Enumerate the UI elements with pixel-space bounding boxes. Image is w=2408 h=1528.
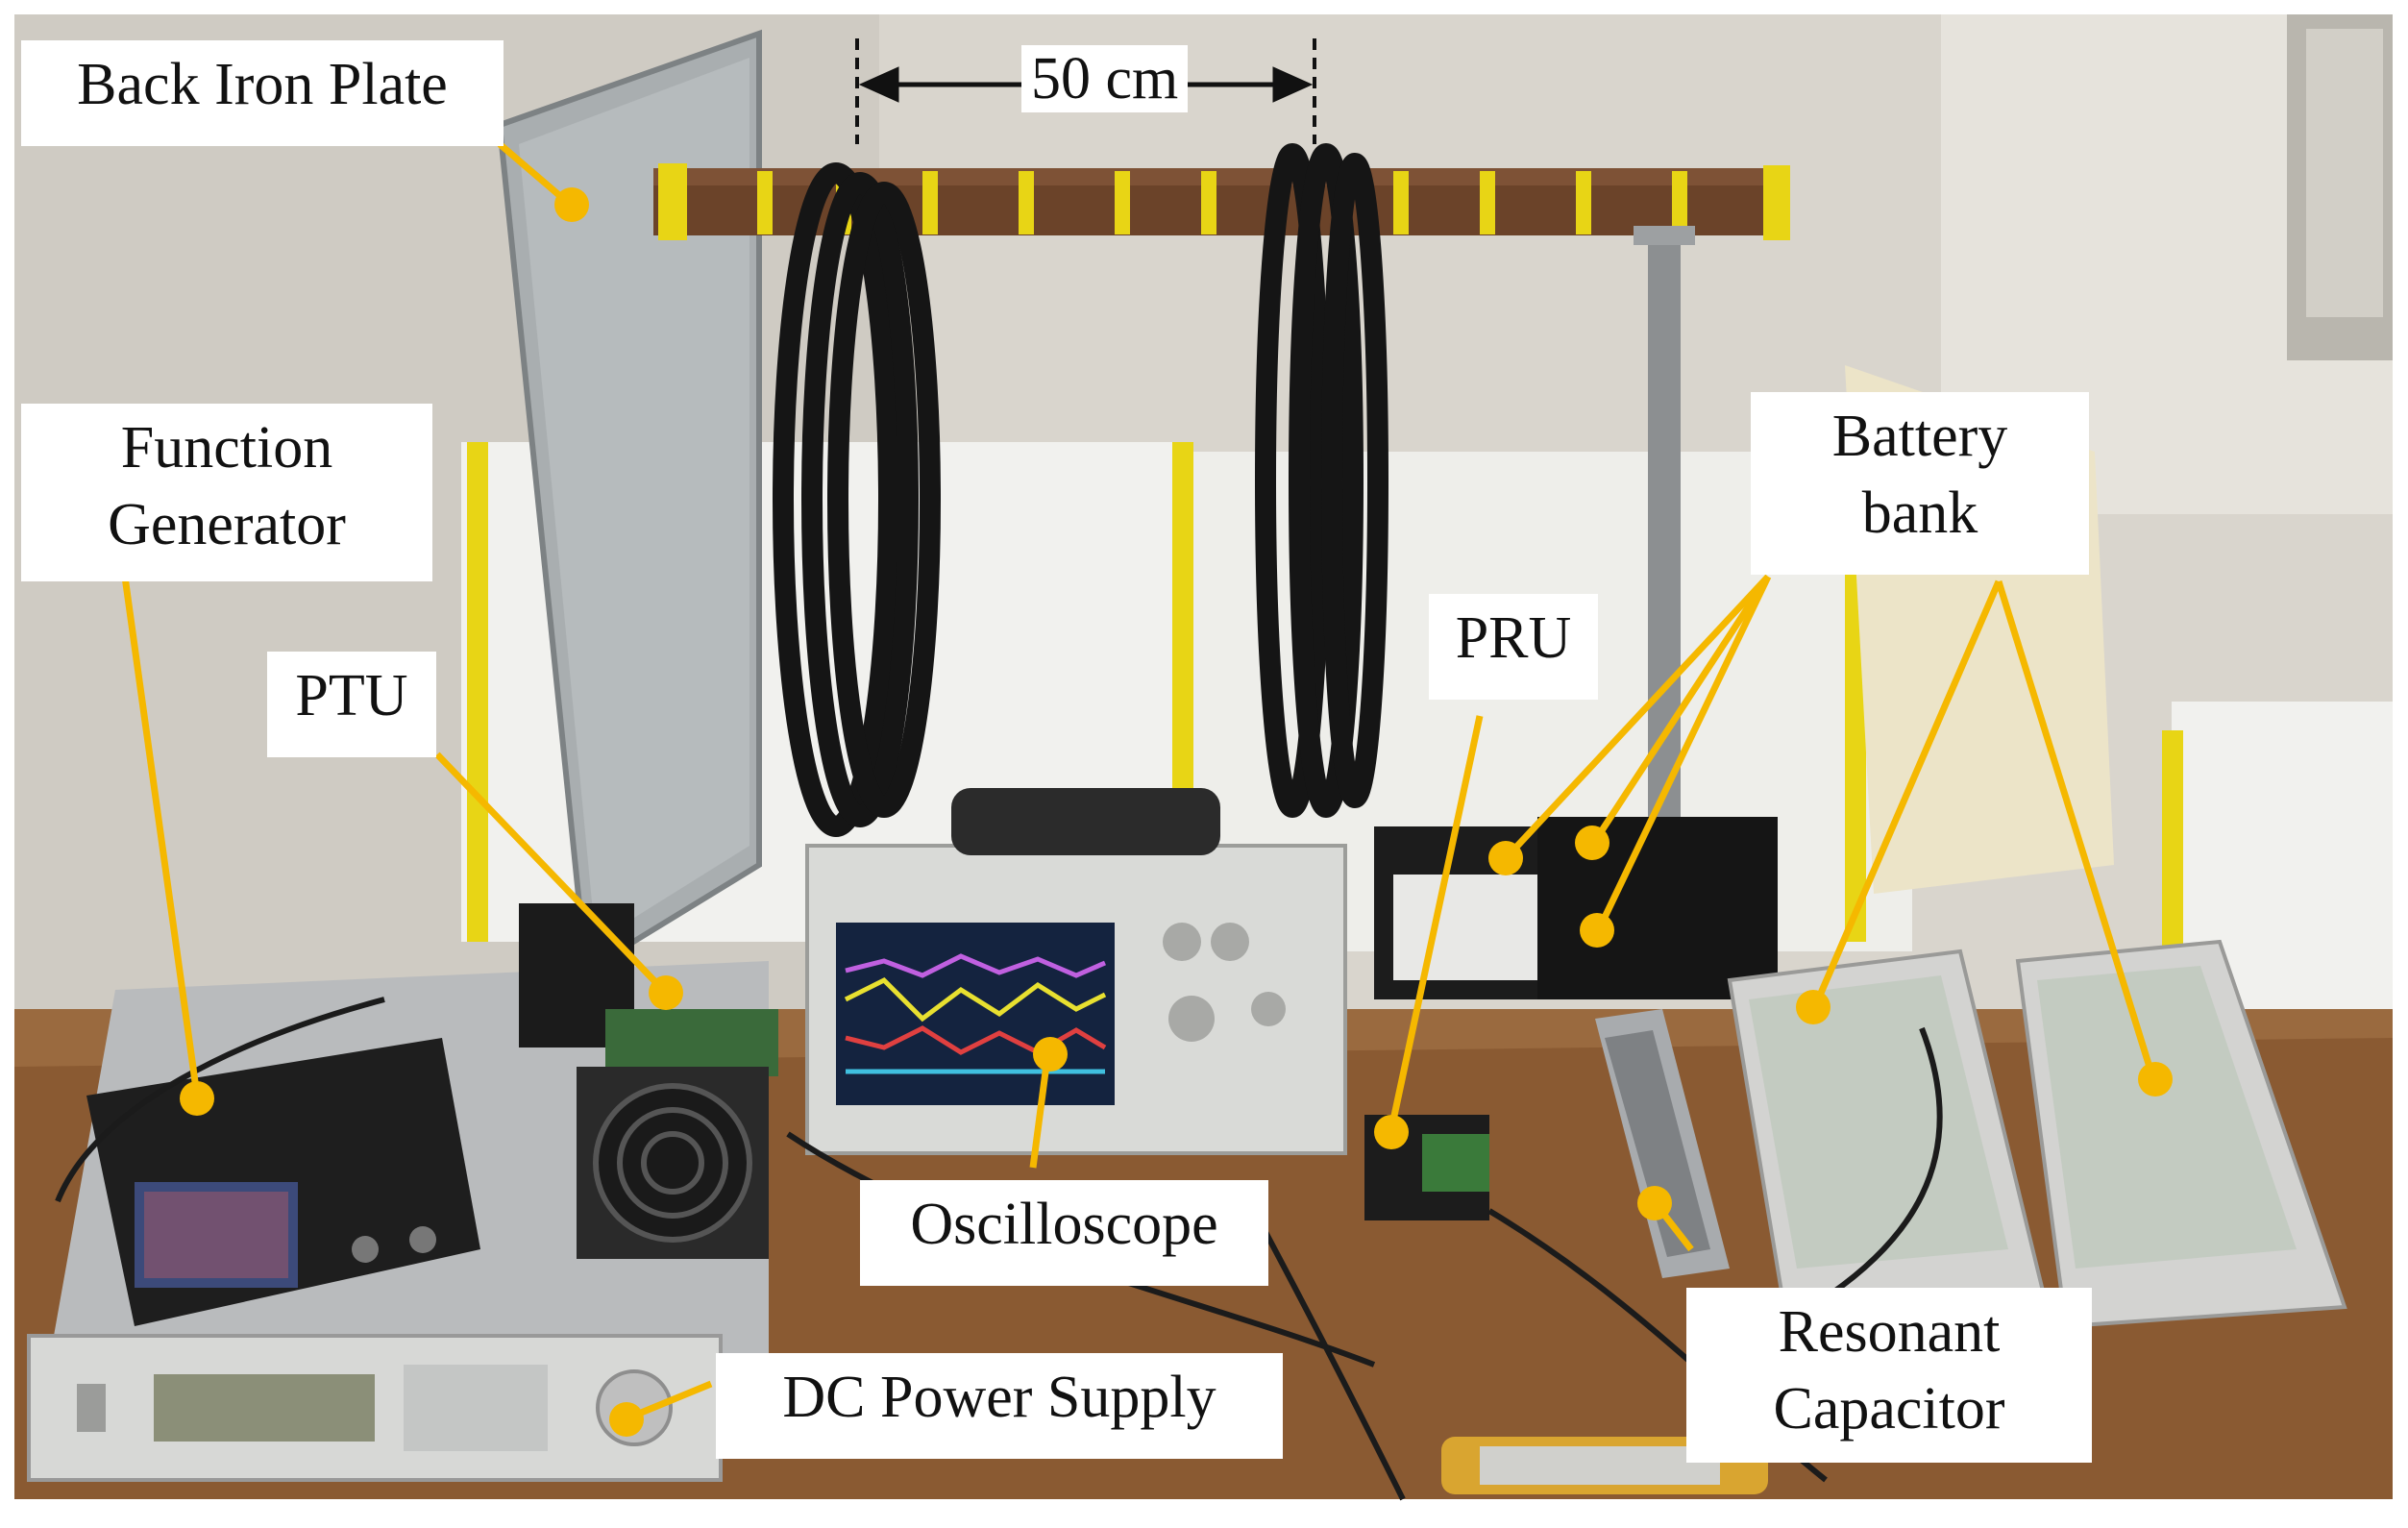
label-function-generator-line2: Generator (108, 492, 346, 557)
battery-bank-trays (1727, 939, 2347, 1329)
callout-dot-battery-4 (1796, 990, 1831, 1024)
callout-dot-oscilloscope (1033, 1037, 1068, 1072)
callout-leaders (121, 141, 2173, 1437)
label-oscilloscope: Oscilloscope (860, 1180, 1268, 1286)
ptu-device (519, 903, 778, 1259)
label-resonant-capacitor-line1: Resonant (1778, 1299, 2001, 1365)
label-dc-power-supply-text: DC Power Supply (782, 1365, 1216, 1430)
battery-bank-front (1374, 817, 1778, 999)
label-ptu-text: PTU (295, 663, 408, 728)
callout-dot-ptu (649, 975, 683, 1010)
label-oscilloscope-text: Oscilloscope (910, 1192, 1218, 1257)
pru-device (1364, 1115, 1489, 1220)
coil-right (1255, 143, 1388, 818)
callout-dot-battery-2 (1575, 826, 1609, 860)
dimension-label: 50 cm (1021, 45, 1189, 112)
label-back-iron-plate: Back Iron Plate (21, 40, 504, 146)
dc-power-supply-device (27, 1334, 723, 1482)
label-function-generator: Function Generator (21, 404, 432, 581)
callout-dot-resonant-capacitor (1637, 1186, 1672, 1220)
label-ptu: PTU (267, 652, 436, 757)
label-pru: PRU (1429, 594, 1598, 700)
callout-dot-battery-5 (2138, 1062, 2173, 1097)
label-battery-bank: Battery bank (1751, 392, 2089, 575)
callout-dot-back-iron-plate (554, 187, 589, 222)
label-back-iron-plate-text: Back Iron Plate (77, 52, 448, 117)
callout-dot-function-generator (180, 1081, 214, 1116)
oscilloscope-device (805, 788, 1347, 1155)
coil-left (773, 162, 941, 837)
callout-dot-dc-power-supply (609, 1402, 644, 1437)
photo-scene (14, 14, 2393, 1501)
label-pru-text: PRU (1455, 605, 1572, 671)
dimension-marker (855, 38, 1316, 144)
label-battery-bank-line1: Battery (1831, 404, 2008, 469)
label-battery-bank-line2: bank (1861, 481, 1978, 546)
callout-dot-battery-3 (1580, 913, 1614, 948)
label-dc-power-supply: DC Power Supply (716, 1353, 1283, 1459)
resonant-capacitor-device (1595, 1009, 1730, 1278)
callout-dot-battery-1 (1488, 841, 1523, 875)
label-resonant-capacitor-line2: Capacitor (1773, 1376, 2005, 1442)
label-function-generator-line1: Function (120, 415, 333, 481)
stand-pole (1648, 231, 1681, 817)
callout-dot-pru (1374, 1115, 1409, 1149)
label-resonant-capacitor: Resonant Capacitor (1686, 1288, 2092, 1463)
